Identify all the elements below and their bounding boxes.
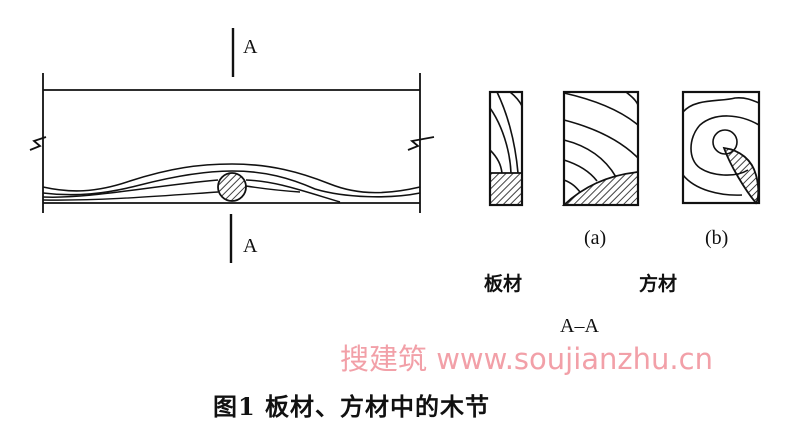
grain-line — [42, 170, 421, 198]
plank-section — [488, 90, 524, 207]
break-mark-right — [407, 136, 435, 151]
grain-line — [245, 185, 301, 193]
grain-line — [245, 179, 341, 203]
square-timber-section-b — [681, 90, 761, 205]
watermark: 搜建筑 www.soujianzhu.cn — [340, 342, 713, 376]
section-mark-top: A — [243, 36, 258, 58]
knot — [217, 172, 247, 202]
label-b: (b) — [705, 227, 729, 249]
grain-line — [42, 191, 219, 201]
figure-caption: 图1 板材、方材中的木节 — [213, 392, 491, 421]
beam-elevation — [29, 28, 435, 263]
plank-label: 板材 — [484, 273, 523, 295]
section-mark-bottom: A — [243, 235, 258, 257]
break-mark-left — [29, 136, 47, 151]
label-a: (a) — [584, 227, 607, 249]
square-timber-label: 方材 — [639, 273, 678, 295]
grain-line — [42, 179, 219, 198]
grain-line — [42, 163, 421, 194]
knot — [722, 146, 760, 205]
section-label: A–A — [560, 315, 599, 337]
square-timber-section-a — [561, 90, 640, 207]
